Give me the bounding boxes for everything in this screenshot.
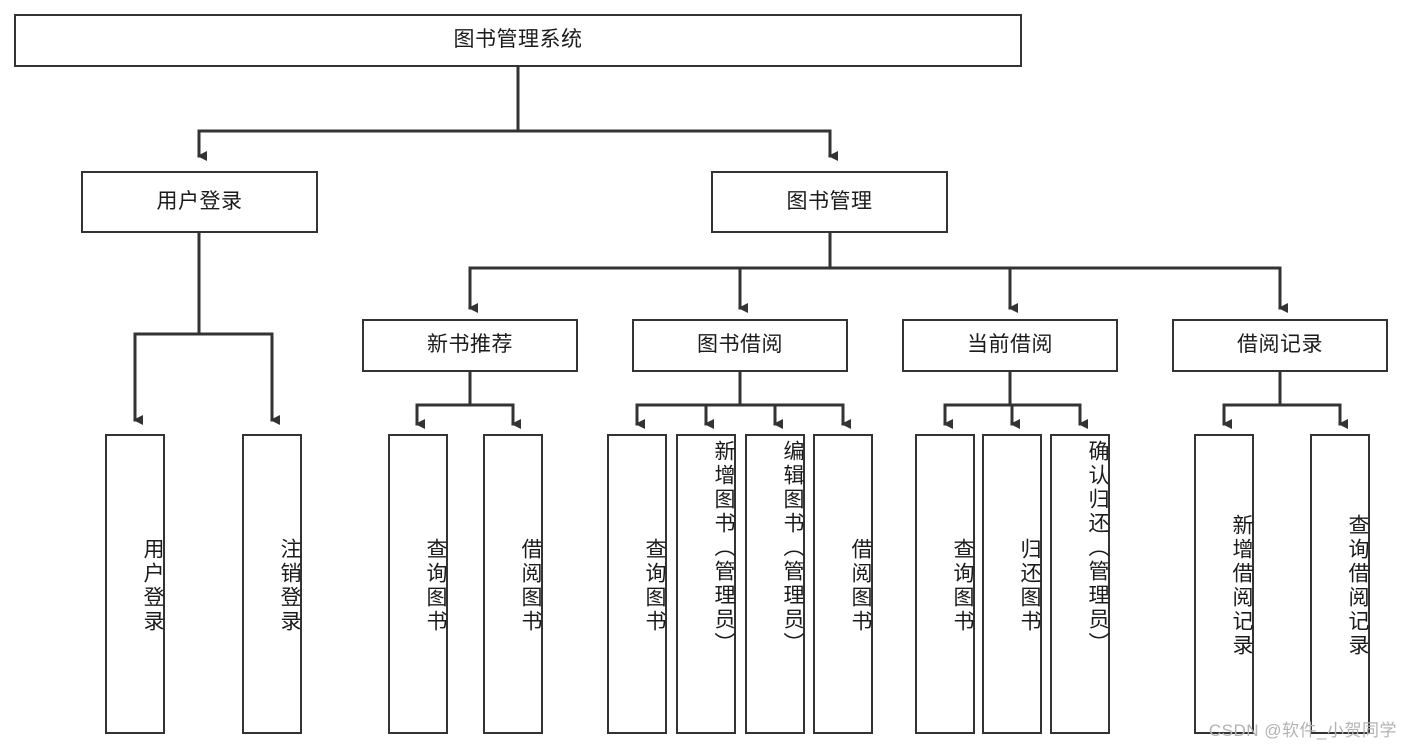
leaf-current-borrow-confirm-return-admin[interactable]: 确认归还（管理员） [1050,434,1110,734]
node-label: 查询图书 [643,538,666,634]
node-book-management[interactable]: 图书管理 [711,171,948,233]
leaf-new-book-borrow-books[interactable]: 借阅图书 [483,434,543,734]
node-label: 用户登录 [141,538,164,634]
node-label: 查询图书 [951,538,974,634]
leaf-book-borrow-add-book-admin[interactable]: 新增图书（管理员） [676,434,736,734]
node-label: 用户登录 [156,189,243,213]
node-root-book-management-system[interactable]: 图书管理系统 [14,14,1022,67]
node-new-book-recommendation[interactable]: 新书推荐 [362,319,578,372]
leaf-book-borrow-query-books[interactable]: 查询图书 [607,434,667,734]
leaf-borrow-record-add-record[interactable]: 新增借阅记录 [1194,434,1254,734]
node-label: 新增借阅记录 [1230,514,1253,658]
watermark-text: CSDN @软件_小贺同学 [1208,721,1397,740]
node-label: 查询图书 [424,538,447,634]
node-label: 注销登录 [278,538,301,634]
node-borrowing-record[interactable]: 借阅记录 [1172,319,1388,372]
node-label: 新书推荐 [427,333,513,357]
node-label: 编辑图书（管理员） [781,440,804,656]
leaf-current-borrow-return-books[interactable]: 归还图书 [982,434,1042,734]
leaf-user-login-login[interactable]: 用户登录 [105,434,165,734]
leaf-new-book-query-books[interactable]: 查询图书 [388,434,448,734]
leaf-borrow-record-query-record[interactable]: 查询借阅记录 [1310,434,1370,734]
node-label: 图书管理系统 [453,28,583,52]
leaf-user-login-logout[interactable]: 注销登录 [242,434,302,734]
node-label: 借阅图书 [849,538,872,634]
node-book-borrowing[interactable]: 图书借阅 [632,319,848,372]
node-label: 借阅记录 [1237,333,1323,357]
node-label: 当前借阅 [967,333,1053,357]
node-label: 图书管理 [786,189,873,213]
node-label: 新增图书（管理员） [712,440,735,656]
node-label: 归还图书 [1018,538,1041,634]
node-label: 借阅图书 [519,538,542,634]
leaf-book-borrow-edit-book-admin[interactable]: 编辑图书（管理员） [745,434,805,734]
node-current-borrowing[interactable]: 当前借阅 [902,319,1118,372]
node-user-login[interactable]: 用户登录 [81,171,318,233]
node-label: 图书借阅 [697,333,783,357]
node-label: 确认归还（管理员） [1086,440,1109,656]
node-label: 查询借阅记录 [1346,514,1369,658]
leaf-current-borrow-query-books[interactable]: 查询图书 [915,434,975,734]
leaf-book-borrow-borrow-books[interactable]: 借阅图书 [813,434,873,734]
